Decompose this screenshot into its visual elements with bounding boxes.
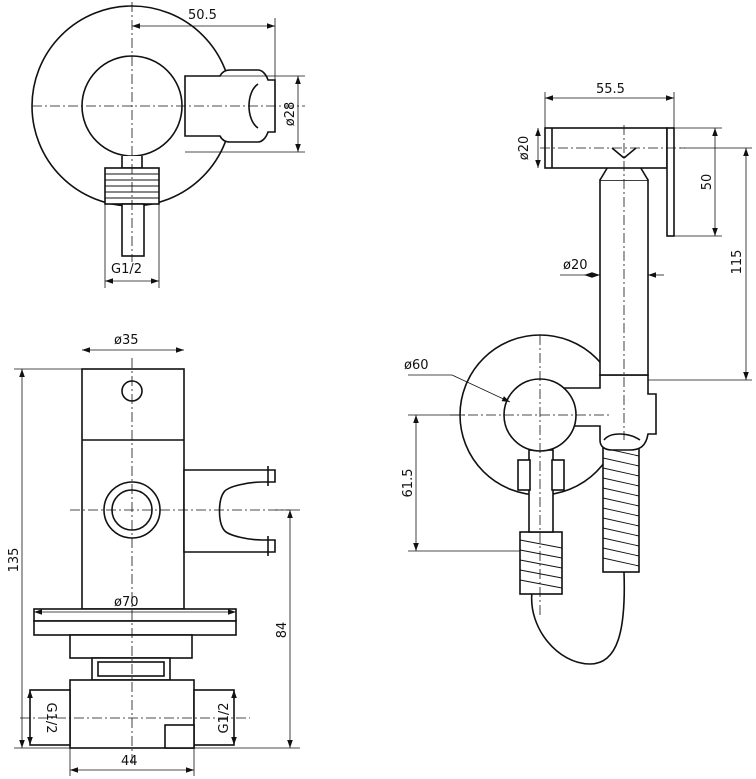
side-hose-coil-left bbox=[519, 531, 563, 595]
dim-front-thread-left: G1/2 bbox=[43, 703, 58, 734]
dim-front-lower: 84 bbox=[275, 622, 290, 639]
dim-side-plate: ø60 bbox=[404, 358, 429, 373]
side-view: 55.5 ø20 50 115 ø20 ø60 61.5 bbox=[401, 82, 752, 665]
dim-side-offset: 61.5 bbox=[401, 469, 416, 498]
dim-side-head: ø20 bbox=[517, 136, 532, 161]
front-flange bbox=[33, 608, 237, 622]
side-hose bbox=[530, 571, 626, 665]
dim-side-head-length: 50 bbox=[700, 174, 715, 191]
dim-front-thread-right: G1/2 bbox=[217, 703, 232, 734]
dim-front-base-width: 44 bbox=[121, 754, 138, 769]
side-hose-holder bbox=[559, 374, 657, 451]
dim-front-height: 135 bbox=[7, 548, 22, 573]
dim-front-diameter: ø35 bbox=[114, 333, 139, 348]
front-hose-holder bbox=[183, 469, 276, 553]
dim-front-flange: ø70 bbox=[114, 595, 139, 610]
dim-side-handle: ø20 bbox=[563, 258, 588, 273]
dim-top-thread: G1/2 bbox=[111, 262, 142, 277]
dim-side-width: 55.5 bbox=[596, 82, 625, 97]
front-view: ø35 135 ø70 84 44 G1/2 G1/2 bbox=[7, 333, 300, 776]
side-hose-coil-right bbox=[602, 439, 640, 573]
dim-side-height: 115 bbox=[730, 250, 745, 275]
top-view: 50.5 ø28 G1/2 bbox=[31, 2, 305, 288]
dim-top-diameter: ø28 bbox=[283, 102, 298, 127]
dim-top-width: 50.5 bbox=[188, 8, 217, 23]
top-outlet-pipe bbox=[121, 203, 145, 257]
